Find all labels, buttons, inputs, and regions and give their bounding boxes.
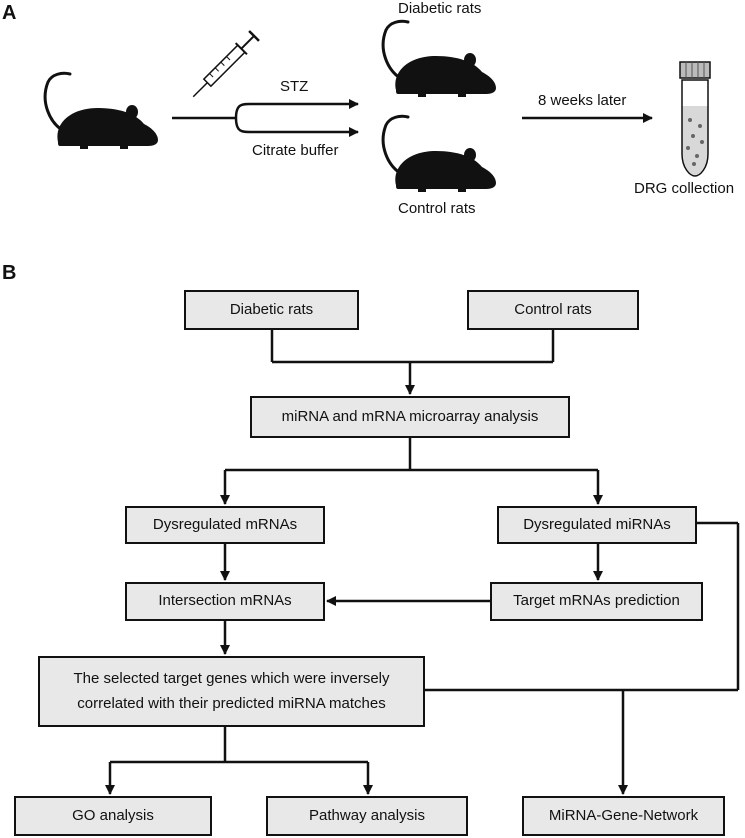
panel-a-label: A <box>2 2 17 24</box>
drg-collection-label: DRG collection <box>634 180 735 197</box>
diabetic-rats-label: Diabetic rats <box>398 0 482 17</box>
panel-b-label: B <box>2 262 17 284</box>
weeks-later-label: 8 weeks later <box>538 92 627 109</box>
diabetic-rat-icon <box>381 19 498 99</box>
selected-target-genes-line-1: The selected target genes which were inv… <box>73 669 390 687</box>
control-rats-label: Control rats <box>398 200 476 217</box>
dysregulated-mirnas-box: Dysregulated miRNAs <box>497 506 697 544</box>
control-rat-icon <box>381 114 498 194</box>
diabetic-rats-box: Diabetic rats <box>184 290 359 330</box>
syringe-icon <box>192 30 260 98</box>
citrate-buffer-label: Citrate buffer <box>252 142 339 159</box>
flow-connectors <box>105 330 740 795</box>
go-analysis-box: GO analysis <box>14 796 212 836</box>
pathway-analysis-box: Pathway analysis <box>266 796 468 836</box>
control-rats-box: Control rats <box>467 290 639 330</box>
microarray-box: miRNA and mRNA microarray analysis <box>250 396 570 438</box>
mirna-gene-network-box: MiRNA-Gene-Network <box>522 796 725 836</box>
tube-icon <box>679 61 711 177</box>
target-mrnas-prediction-box: Target mRNAs prediction <box>490 582 703 621</box>
dysregulated-mrnas-box: Dysregulated mRNAs <box>125 506 325 544</box>
stz-label: STZ <box>280 78 309 95</box>
rat-icon <box>43 71 160 151</box>
selected-target-genes-line-2: correlated with their predicted miRNA ma… <box>77 694 386 712</box>
intersection-mrnas-box: Intersection mRNAs <box>125 582 325 621</box>
selected-target-genes-box: The selected target genes which were inv… <box>38 656 425 727</box>
injection-arrows <box>172 99 359 137</box>
